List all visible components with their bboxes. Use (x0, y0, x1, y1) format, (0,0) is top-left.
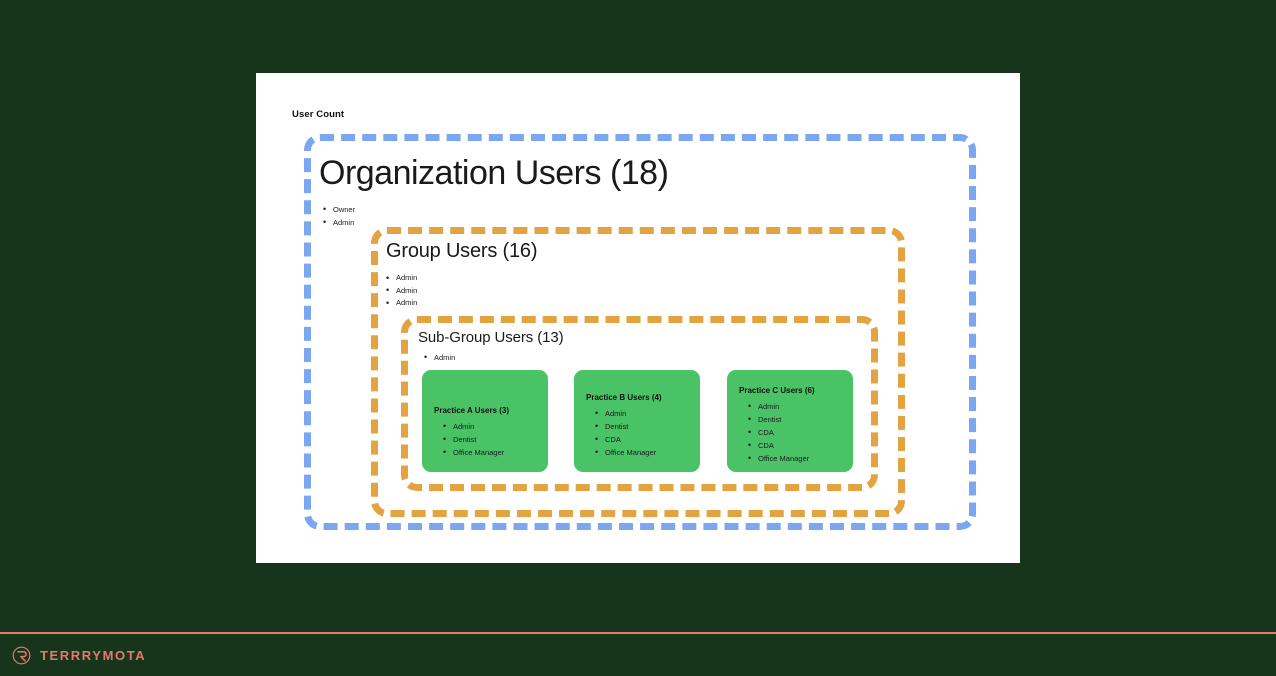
footer-divider (0, 632, 1276, 634)
list-item: Dentist (443, 433, 504, 446)
list-item: Admin (595, 407, 656, 420)
subgroup-users-container (401, 316, 878, 491)
list-item: Dentist (748, 413, 809, 426)
practice-a-title: Practice A Users (3) (434, 406, 509, 415)
practice-a-roles-list: Admin Dentist Office Manager (443, 420, 504, 459)
brand-wordmark: TERRRYMOTA (40, 648, 147, 663)
list-item: CDA (748, 439, 809, 452)
circular-brand-mark-icon (12, 646, 31, 665)
practice-b-roles-list: Admin Dentist CDA Office Manager (595, 407, 656, 459)
group-roles-list: Admin Admin Admin (386, 272, 417, 310)
list-item: Admin (748, 400, 809, 413)
practice-c-title: Practice C Users (6) (739, 386, 815, 395)
list-item: Office Manager (443, 446, 504, 459)
organization-roles-list: Owner Admin (323, 203, 355, 229)
list-item: CDA (595, 433, 656, 446)
list-item: Admin (323, 216, 355, 229)
list-item: Office Manager (595, 446, 656, 459)
practice-a-card: Practice A Users (3) Admin Dentist Offic… (422, 370, 548, 472)
subgroup-users-title: Sub-Group Users (13) (418, 329, 564, 346)
list-item: Admin (386, 297, 417, 310)
practice-b-card: Practice B Users (4) Admin Dentist CDA O… (574, 370, 700, 472)
subgroup-roles-list: Admin (424, 351, 455, 364)
practice-c-card: Practice C Users (6) Admin Dentist CDA C… (727, 370, 853, 472)
footer-brand: TERRRYMOTA (12, 646, 146, 665)
list-item: CDA (748, 426, 809, 439)
list-item: Admin (443, 420, 504, 433)
list-item: Admin (386, 284, 417, 298)
list-item: Admin (386, 272, 417, 285)
list-item: Office Manager (748, 452, 809, 465)
list-item: Admin (424, 351, 455, 364)
practice-c-roles-list: Admin Dentist CDA CDA Office Manager (748, 400, 809, 465)
group-users-container (371, 227, 905, 517)
slide-canvas: User Count Organization Users (18) Owner… (256, 73, 1020, 563)
page-title: User Count (292, 109, 345, 120)
list-item: Dentist (595, 420, 656, 433)
organization-users-title: Organization Users (18) (319, 154, 669, 192)
organization-users-container (304, 134, 976, 530)
list-item: Owner (323, 203, 355, 216)
group-users-title: Group Users (16) (386, 240, 538, 262)
practice-b-title: Practice B Users (4) (586, 393, 662, 402)
